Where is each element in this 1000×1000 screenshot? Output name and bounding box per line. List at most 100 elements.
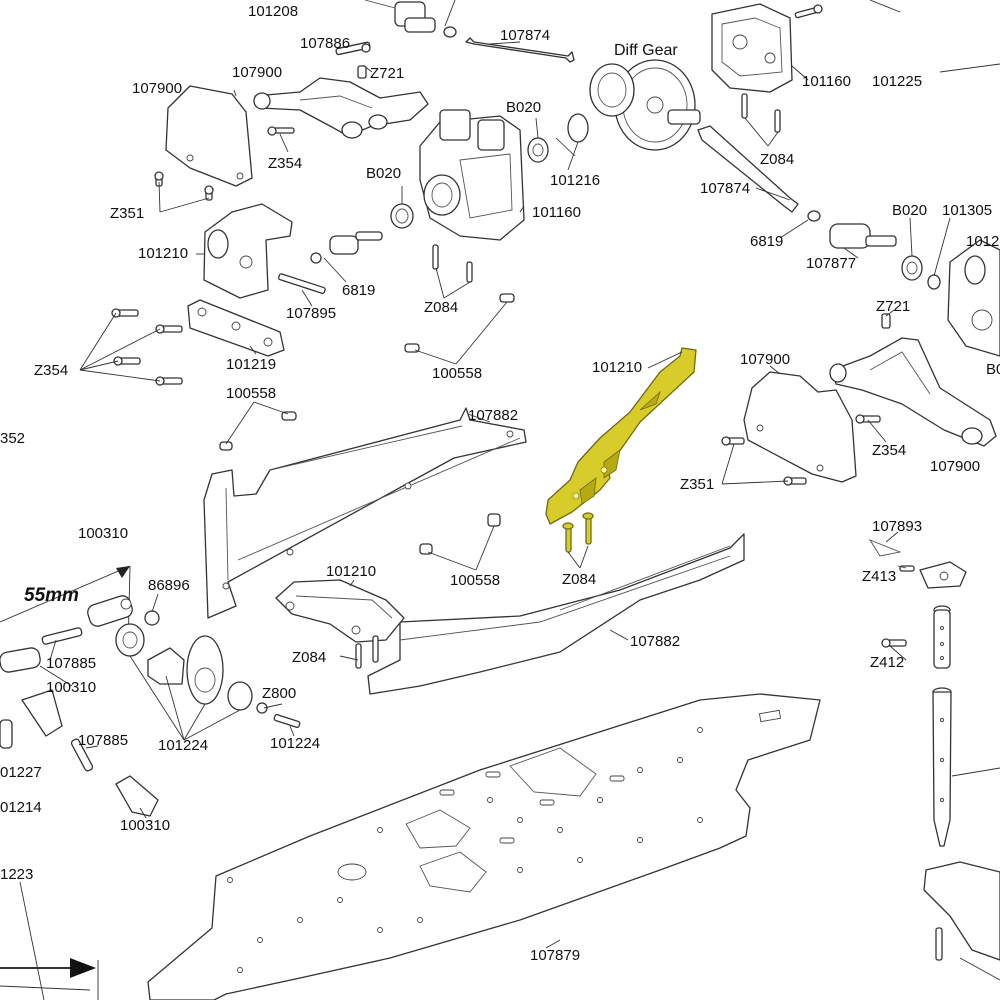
label-Z351-b: Z351: [680, 476, 715, 493]
screws-Z354-left-group: [111, 308, 183, 386]
hub-101210-left: [203, 203, 293, 299]
label-100310-c: 100310: [120, 817, 171, 834]
body-post-clip-107893: [868, 539, 967, 589]
shock-tower-lower: [923, 861, 1000, 961]
label-Z354-a: Z354: [268, 155, 303, 172]
label-Z413: Z413: [862, 568, 897, 585]
label-107900-c: 107900: [740, 351, 791, 368]
label-Z084-highlighted: Z084: [562, 571, 597, 588]
label-107874-mid: 107874: [700, 180, 751, 197]
drive-shaft-101208: [364, 0, 436, 33]
label-Z354-c: Z354: [872, 442, 907, 459]
screw-Z354-top: [267, 126, 295, 136]
pinion-101216: [555, 113, 589, 157]
hub-101210-right: [947, 239, 1000, 357]
pin-107895: [278, 273, 326, 295]
dogbone-107874-top: [465, 37, 575, 63]
arrow-bottom-left: [0, 958, 99, 1000]
label-107885-a: 107885: [46, 655, 97, 672]
label-107879: 107879: [530, 947, 581, 964]
label-100558-a: 100558: [432, 365, 483, 382]
label-107882-a: 107882: [468, 407, 519, 424]
label-86896: 86896: [148, 577, 190, 594]
body-post-lower: [932, 687, 952, 847]
label-101223: 1223: [0, 866, 34, 883]
label-Z354-b: Z354: [34, 362, 69, 379]
label-107893: 107893: [872, 518, 923, 535]
label-Z721-b: Z721: [876, 298, 911, 315]
screws-100558-mid: [419, 513, 501, 555]
label-101210-highlighted: 101210: [592, 359, 643, 376]
label-107900-b: 107900: [232, 64, 283, 81]
label-101224-b: 101224: [270, 735, 321, 752]
label-107882-b: 107882: [630, 633, 681, 650]
chassis-plate-holes: [227, 727, 703, 973]
chassis-brace-101210-highlighted: [545, 347, 697, 525]
pin-Z721-top: [357, 65, 367, 79]
axle-107877: [829, 223, 897, 249]
label-101227: 01227: [0, 764, 42, 781]
washer-6819-right: [807, 210, 821, 222]
label-101210-b: 101210: [326, 563, 377, 580]
label-101224-a: 101224: [158, 737, 209, 754]
label-101225: 101225: [872, 73, 923, 90]
label-107874-top: 107874: [500, 27, 551, 44]
label-100558-c: 100558: [450, 572, 501, 589]
label-107900-d: 107900: [930, 458, 981, 475]
bearing-B020-a: [527, 137, 549, 163]
bearing-B020-right: [901, 255, 941, 290]
screws-Z351-b: [721, 436, 807, 486]
screw-100558-left: [219, 411, 297, 451]
turnbuckle-end-100310: [87, 595, 133, 627]
label-Z721-a: Z721: [370, 65, 405, 82]
pin-Z721-right: [881, 313, 891, 329]
label-diff-gear: Diff Gear: [614, 42, 678, 59]
shield-107900-right: [743, 371, 857, 483]
screw-Z412: [881, 638, 907, 648]
screws-Z084-highlighted: [562, 512, 594, 553]
shield-107900-left: [165, 85, 253, 187]
turnbuckle-end-100310-b: [0, 647, 63, 749]
label-B020-c: B020: [892, 202, 928, 219]
ball-86896: [144, 610, 160, 626]
label-B-right: B0: [986, 361, 1000, 378]
label-101-right: 1012: [966, 233, 1000, 250]
label-101160-top: 101160: [802, 73, 851, 90]
bearing-B020-b: [390, 203, 414, 229]
turnbuckle-end-100310-c: [115, 775, 159, 817]
bracket-101210-lower: [275, 579, 405, 643]
dogbone-107874-mid: [697, 125, 799, 213]
chassis-plate-107879: [147, 693, 821, 1000]
screws-Z351-a: [154, 171, 214, 201]
label-B020-b: B020: [366, 165, 402, 182]
label-100310-b: 100310: [46, 679, 97, 696]
label-107900-a: 107900: [132, 80, 183, 97]
label-352: 352: [0, 430, 26, 447]
label-101219: 101219: [226, 356, 277, 373]
label-101214: 01214: [0, 799, 42, 816]
label-107895: 107895: [286, 305, 337, 322]
label-101305: 101305: [942, 202, 993, 219]
label-107886: 107886: [300, 35, 351, 52]
chassis-plate-slots: [439, 771, 625, 844]
screw-101224: [273, 713, 301, 729]
turnbuckle-107885-a: [41, 627, 83, 645]
side-rail-107882-right: [367, 533, 745, 695]
label-Z800: Z800: [262, 685, 297, 702]
gearbox-101160-top: [711, 3, 793, 93]
washer-107874-top: [443, 26, 457, 38]
label-Z084-c: Z084: [292, 649, 327, 666]
label-107885-b: 107885: [78, 732, 129, 749]
label-101208: 101208: [248, 3, 299, 20]
axle-cup-6819: [310, 231, 383, 264]
screw-Z354-right: [855, 414, 881, 424]
label-101216: 101216: [550, 172, 601, 189]
body-post-upper: [933, 605, 951, 669]
label-Z351-a: Z351: [110, 205, 145, 222]
gearbox-101160-mid: [419, 109, 525, 241]
label-Z412: Z412: [870, 654, 905, 671]
screws-Z084-lower: [355, 635, 379, 669]
label-100310-a: 100310: [78, 525, 129, 542]
mount-plate-101219: [187, 299, 285, 357]
screws-100558-a: [404, 293, 515, 353]
